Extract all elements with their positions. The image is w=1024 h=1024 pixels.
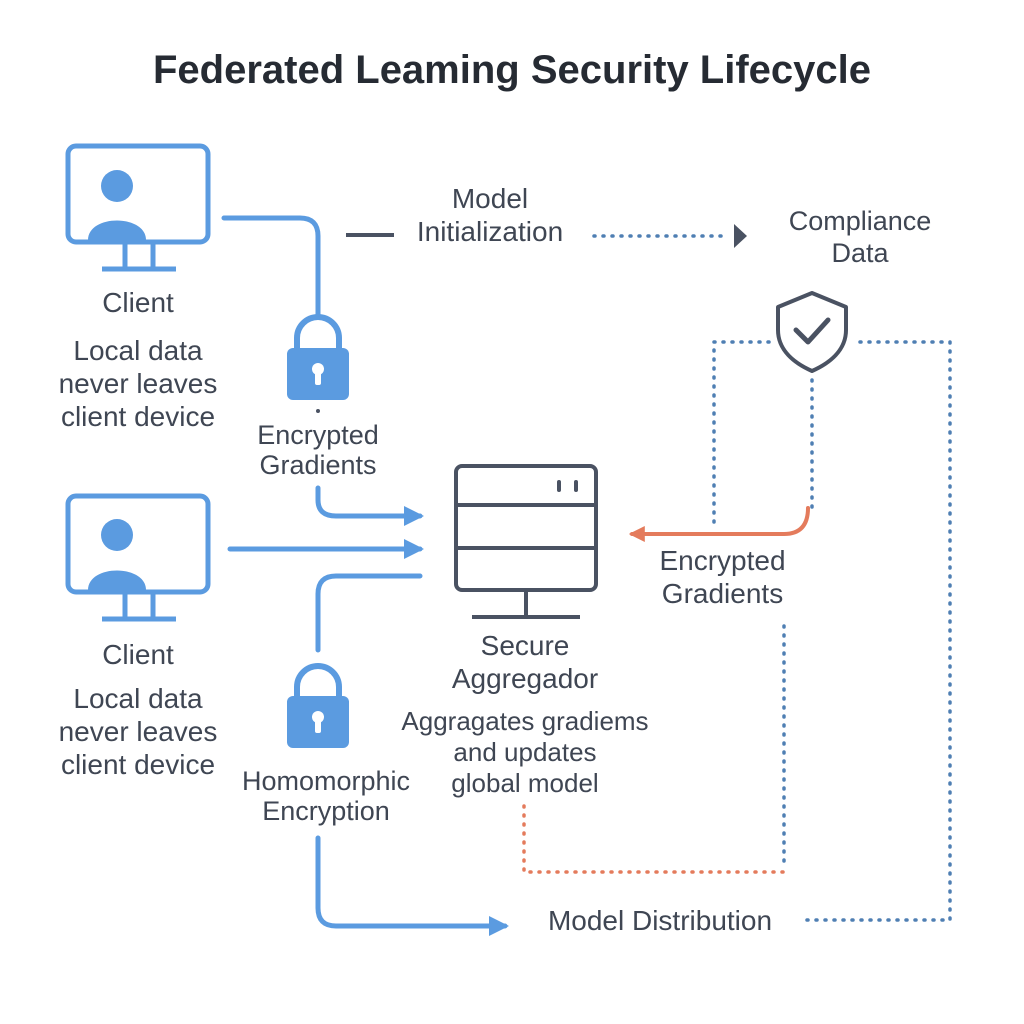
orange-dotted-loop bbox=[522, 804, 786, 874]
dotted-loops bbox=[712, 340, 952, 922]
client-label-2: Client bbox=[102, 639, 174, 670]
client-monitor-icon-1 bbox=[65, 143, 211, 272]
lock-label-2: Homomorphic Encryption bbox=[241, 766, 411, 827]
client-monitor-icon-2 bbox=[65, 493, 211, 622]
aggregator-description: Aggragates gradiems and updates global m… bbox=[401, 706, 649, 799]
lock-label-1: Encrypted Gradients bbox=[257, 420, 379, 481]
init-arrow-icon bbox=[734, 224, 747, 248]
return-arrow bbox=[628, 506, 810, 542]
server-icon bbox=[454, 464, 598, 619]
padlock-icon-1 bbox=[287, 314, 349, 413]
return-gradients-label: Encrypted Gradients bbox=[659, 545, 786, 610]
compliance-data-label: Compliance Data bbox=[788, 206, 932, 268]
page-title: Federated Leaming Security Lifecycle bbox=[152, 48, 872, 92]
aggregator-label: Secure Aggregador bbox=[451, 630, 599, 695]
client-note-2: Local data never leaves client device bbox=[58, 683, 218, 781]
connector-lines bbox=[221, 215, 509, 936]
shield-check-icon bbox=[776, 291, 848, 373]
padlock-icon-2 bbox=[287, 663, 349, 748]
client-note-1: Local data never leaves client device bbox=[58, 335, 218, 433]
client-label-1: Client bbox=[102, 287, 174, 318]
model-initialization-label: Model Initialization bbox=[416, 183, 564, 248]
model-distribution-label: Model Distribution bbox=[547, 905, 773, 936]
